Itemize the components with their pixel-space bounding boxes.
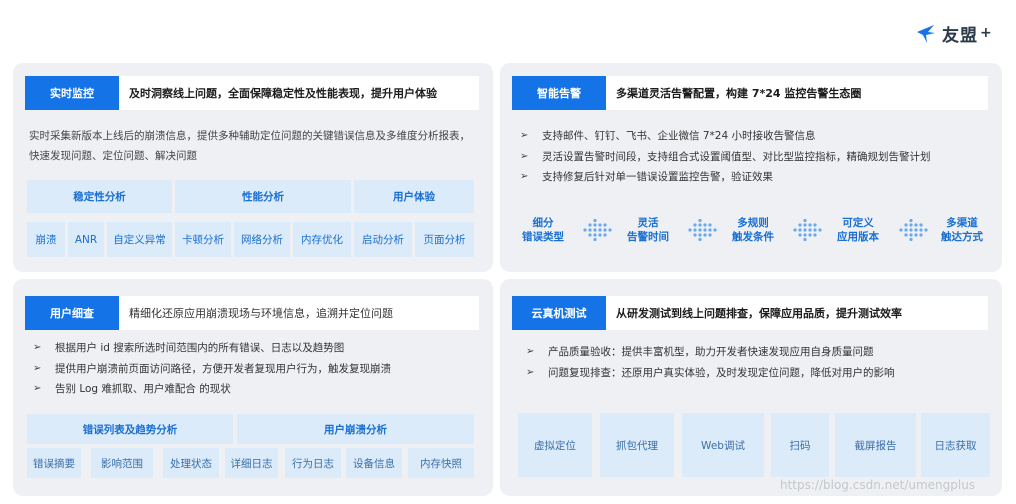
description-line: 实时采集新版本上线后的崩溃信息，提供多种辅助定位问题的关键错误信息及多维度分析报… (29, 130, 470, 142)
dotted-arrow-icon (688, 219, 717, 241)
panel-title: 精细化还原应用崩溃现场与环境信息，追溯并定位问题 (129, 307, 393, 320)
description-line: 快速发现问题、定位问题、解决问题 (29, 150, 197, 162)
flow-step: 细分错误类型 (522, 217, 564, 243)
item-crash[interactable]: 崩溃 (27, 222, 65, 257)
item-device-info[interactable]: 设备信息 (346, 448, 402, 478)
item-custom-exception[interactable]: 自定义异常 (107, 222, 172, 257)
panel-header: 用户细查 精细化还原应用崩溃现场与环境信息，追溯并定位问题 (25, 296, 479, 330)
group-experience[interactable]: 用户体验 (354, 180, 474, 213)
item-impact-range[interactable]: 影响范围 (91, 448, 153, 478)
panel-title: 及时洞察线上问题，全面保障稳定性及性能表现，提升用户体验 (129, 87, 437, 100)
item-anr[interactable]: ANR (68, 222, 104, 257)
arrow-right-icon: ➢ (520, 130, 529, 141)
item-network[interactable]: 网络分析 (234, 222, 290, 257)
flow-step: 可定义应用版本 (837, 217, 879, 243)
brand-name: 友盟 (942, 25, 978, 46)
arrow-right-icon: ➢ (520, 171, 529, 182)
panel-description: 实时采集新版本上线后的崩溃信息，提供多种辅助定位问题的关键错误信息及多维度分析报… (29, 126, 470, 166)
group-stability[interactable]: 稳定性分析 (27, 180, 172, 213)
panel-header: 实时监控 及时洞察线上问题，全面保障稳定性及性能表现，提升用户体验 (25, 76, 479, 110)
watermark: https://blog.csdn.net/umengplus (780, 478, 976, 492)
item-scan-code[interactable]: 扫码 (771, 413, 829, 477)
cloud-device-test-panel: 云真机测试 从研发测试到线上问题排查，保障应用品质，提升测试效率 ➢产品质量验收… (500, 279, 1002, 496)
bullet-list: ➢产品质量验收：提供丰富机型，助力开发者快速发现应用自身质量问题 ➢问题复现排查… (526, 342, 895, 383)
arrow-right-icon: ➢ (526, 366, 535, 378)
item-memory[interactable]: 内存优化 (293, 222, 351, 257)
list-item: ➢根据用户 id 搜索所选时间范围内的所有错误、日志以及趋势图 (33, 338, 391, 359)
list-item: ➢产品质量验收：提供丰富机型，助力开发者快速发现应用自身质量问题 (526, 342, 895, 363)
item-log-fetch[interactable]: 日志获取 (921, 413, 990, 477)
panel-header: 智能告警 多渠道灵活告警配置，构建 7*24 监控告警生态圈 (512, 76, 988, 110)
panel-tag: 用户细查 (25, 296, 119, 330)
umeng-bird-icon (917, 25, 935, 43)
group-error-list[interactable]: 错误列表及趋势分析 (27, 414, 233, 444)
item-error-summary[interactable]: 错误摘要 (27, 448, 81, 478)
item-memory-snapshot[interactable]: 内存快照 (408, 448, 474, 478)
item-status[interactable]: 处理状态 (163, 448, 219, 478)
arrow-right-icon: ➢ (526, 346, 535, 357)
umeng-logo[interactable]: 友盟 + (914, 20, 992, 46)
bullet-list: ➢根据用户 id 搜索所选时间范围内的所有错误、日志以及趋势图 ➢提供用户崩溃前… (33, 338, 391, 400)
list-item: ➢告别 Log 难抓取、用户难配合 的现状 (33, 379, 391, 400)
panel-tag: 实时监控 (25, 76, 119, 110)
panel-tag: 智能告警 (512, 76, 606, 110)
dotted-arrow-icon (583, 219, 612, 241)
dotted-arrow-icon (793, 219, 822, 241)
arrow-right-icon: ➢ (33, 383, 42, 394)
arrow-right-icon: ➢ (33, 362, 42, 374)
arrow-right-icon: ➢ (520, 150, 529, 162)
list-item: ➢灵活设置告警时间段，支持组合式设置阈值型、对比型监控指标，精确规划告警计划 (520, 147, 931, 168)
flow-step: 多渠道触达方式 (941, 217, 983, 243)
realtime-monitor-panel: 实时监控 及时洞察线上问题，全面保障稳定性及性能表现，提升用户体验 实时采集新版… (13, 63, 493, 272)
flow-step: 灵活告警时间 (627, 217, 669, 243)
panel-header: 云真机测试 从研发测试到线上问题排查，保障应用品质，提升测试效率 (512, 296, 988, 330)
brand-plus: + (980, 25, 992, 41)
smart-alert-panel: 智能告警 多渠道灵活告警配置，构建 7*24 监控告警生态圈 ➢支持邮件、钉钉、… (500, 63, 1002, 272)
group-performance[interactable]: 性能分析 (175, 180, 351, 213)
group-user-crash[interactable]: 用户崩溃分析 (237, 414, 474, 444)
item-detail-log[interactable]: 详细日志 (225, 448, 278, 478)
arrow-right-icon: ➢ (33, 342, 42, 353)
panel-title: 多渠道灵活告警配置，构建 7*24 监控告警生态圈 (616, 87, 862, 100)
dotted-arrow-icon (899, 219, 928, 241)
item-page[interactable]: 页面分析 (415, 222, 474, 257)
list-item: ➢问题复现排查：还原用户真实体验，及时发现定位问题，降低对用户的影响 (526, 363, 895, 384)
list-item: ➢支持修复后针对单一错误设置监控告警，验证效果 (520, 167, 931, 188)
panel-title: 从研发测试到线上问题排查，保障应用品质，提升测试效率 (616, 307, 902, 320)
list-item: ➢支持邮件、钉钉、飞书、企业微信 7*24 小时接收告警信息 (520, 126, 931, 147)
list-item: ➢提供用户崩溃前页面访问路径，方便开发者复现用户行为，触发复现崩溃 (33, 359, 391, 380)
item-virtual-location[interactable]: 虚拟定位 (518, 413, 592, 477)
item-behavior-log[interactable]: 行为日志 (285, 448, 341, 478)
flow-step: 多规则触发条件 (732, 217, 774, 243)
item-packet-proxy[interactable]: 抓包代理 (600, 413, 674, 477)
panel-tag: 云真机测试 (512, 296, 606, 330)
user-inspect-panel: 用户细查 精细化还原应用崩溃现场与环境信息，追溯并定位问题 ➢根据用户 id 搜… (13, 279, 493, 496)
bullet-list: ➢支持邮件、钉钉、飞书、企业微信 7*24 小时接收告警信息 ➢灵活设置告警时间… (520, 126, 931, 188)
item-web-debug[interactable]: Web调试 (682, 413, 764, 477)
item-screenshot-report[interactable]: 截屏报告 (835, 413, 916, 477)
item-startup[interactable]: 启动分析 (354, 222, 412, 257)
item-jank[interactable]: 卡顿分析 (175, 222, 231, 257)
